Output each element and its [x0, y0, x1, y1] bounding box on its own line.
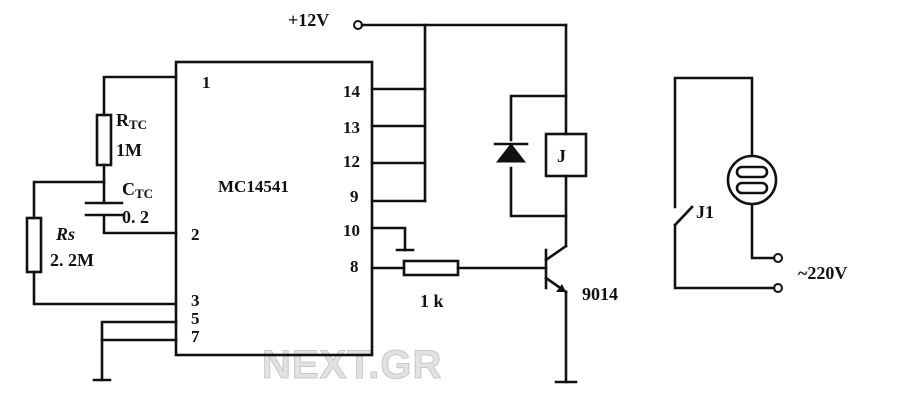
resistor-rs	[25, 216, 43, 274]
pin-label-12: 12	[343, 152, 360, 171]
transistor-label: 9014	[582, 284, 618, 304]
rtc-label: RTC	[116, 110, 147, 132]
rs-label: Rs	[55, 224, 75, 244]
lamp-icon	[726, 154, 778, 206]
mains-terminal-top	[773, 253, 783, 263]
pin-label-8: 8	[350, 257, 359, 276]
ic-body	[174, 60, 374, 357]
resistor-1k-label: 1 k	[420, 291, 444, 311]
pin-label-3: 3	[191, 291, 200, 310]
ic-name: MC14541	[218, 177, 289, 196]
relay-contact-j1	[673, 205, 694, 227]
ctc-subscript: TC	[135, 186, 153, 201]
rs-value: 2. 2M	[50, 250, 94, 270]
relay-diode-wires	[509, 23, 568, 248]
pins-5-7-ground-wires	[100, 320, 178, 382]
load-circuit-wires	[673, 76, 776, 290]
supply-label: +12V	[288, 10, 329, 30]
capacitor-ctc	[84, 201, 124, 217]
mains-terminal-bottom	[773, 283, 783, 293]
timing-network-wires	[32, 75, 178, 306]
pin-label-9: 9	[350, 187, 359, 206]
relay-coil-label: J	[557, 146, 566, 166]
supply-rail-wires	[360, 23, 568, 203]
pin-label-7: 7	[191, 327, 200, 346]
ctc-letter: C	[122, 179, 135, 199]
pin-label-10: 10	[343, 221, 360, 240]
rtc-value: 1M	[116, 140, 142, 160]
pin-label-14: 14	[343, 82, 361, 101]
flyback-diode	[493, 142, 529, 163]
relay-coil	[544, 132, 588, 178]
transistor-9014	[544, 244, 578, 384]
resistor-rtc	[95, 113, 113, 167]
ctc-value: 0. 2	[122, 207, 149, 227]
pin-label-2: 2	[191, 225, 200, 244]
ctc-label: CTC	[122, 179, 153, 201]
pin-10-ground	[370, 226, 415, 252]
pin-label-5: 5	[191, 309, 200, 328]
watermark: NEXT.GR	[262, 343, 442, 387]
rtc-letter: R	[116, 110, 130, 130]
resistor-1k	[402, 259, 460, 277]
mains-label: ~220V	[798, 263, 847, 283]
pin-label-13: 13	[343, 118, 360, 137]
pin-label-1: 1	[202, 73, 211, 92]
relay-contact-label: J1	[696, 202, 714, 222]
rtc-subscript: TC	[129, 117, 147, 132]
